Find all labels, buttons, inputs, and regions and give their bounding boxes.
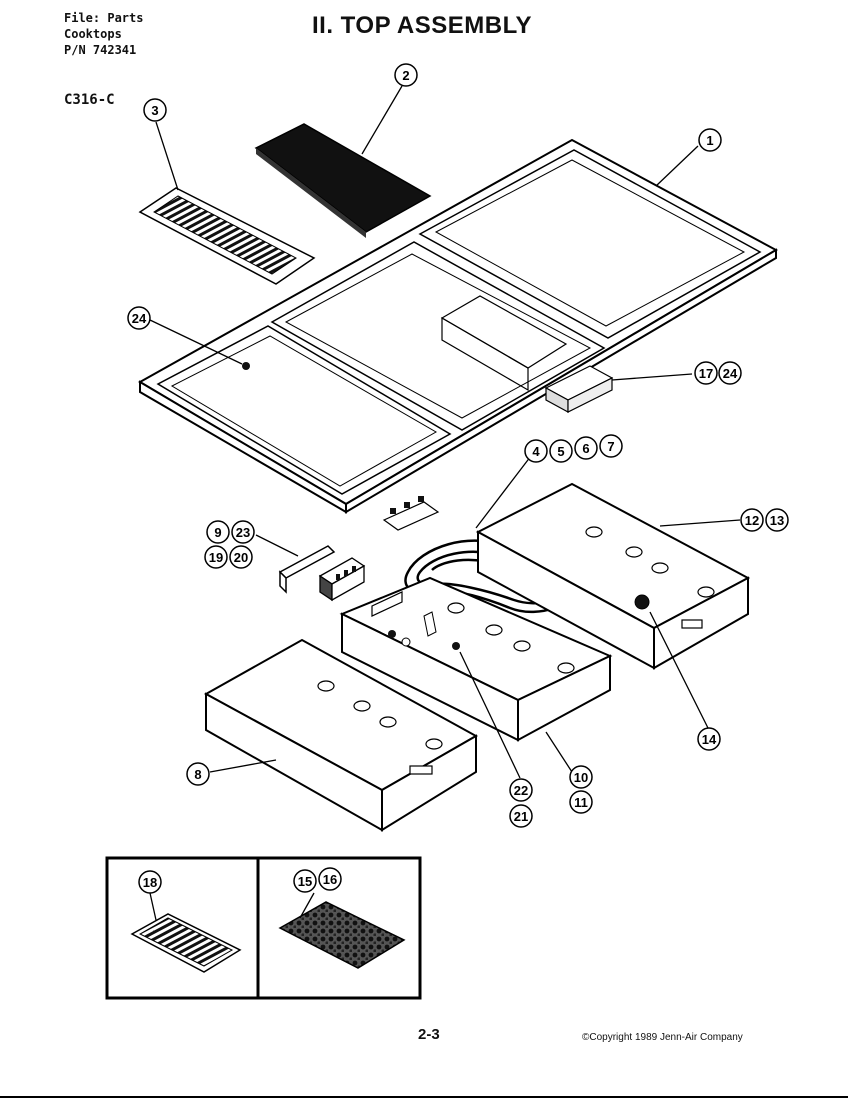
- callout-8-label: 8: [194, 767, 201, 782]
- callout-1: 1: [698, 128, 722, 152]
- callout-15-label: 15: [298, 874, 312, 889]
- mounting-bracket-part: [278, 545, 336, 594]
- callout-5-label: 5: [557, 444, 564, 459]
- callout-21-label: 21: [514, 809, 528, 824]
- accessories-frame: [105, 856, 422, 1000]
- left-burner-box: [203, 638, 479, 832]
- callout-14: 14: [697, 727, 721, 751]
- callout-7: 7: [599, 434, 623, 458]
- callout-12: 12: [740, 508, 764, 532]
- terminal-block-part: [382, 496, 440, 531]
- callout-10-label: 10: [574, 770, 588, 785]
- callout-13-label: 13: [770, 513, 784, 528]
- page-title: II. TOP ASSEMBLY: [312, 12, 533, 39]
- junction-box-part: [544, 365, 614, 414]
- callout-11: 11: [569, 790, 593, 814]
- right-burner-box: [475, 482, 751, 670]
- grille-tray-part: [138, 187, 316, 285]
- callout-18-label: 18: [143, 875, 157, 890]
- callout-15: 15: [293, 869, 317, 893]
- callout-24-right: 24: [718, 361, 742, 385]
- callout-13: 13: [765, 508, 789, 532]
- callout-8: 8: [186, 762, 210, 786]
- middle-burner-box: [339, 576, 613, 742]
- copyright-notice: ©Copyright 1989 Jenn-Air Company: [582, 1032, 743, 1043]
- header-file-line: File: Parts: [64, 11, 144, 25]
- callout-4-label: 4: [532, 444, 540, 459]
- callout-24-top: 24: [127, 306, 151, 330]
- callout-21: 21: [509, 804, 533, 828]
- callout-9-label: 9: [214, 525, 221, 540]
- header-type-line: Cooktops: [64, 27, 122, 41]
- page-number: 2-3: [418, 1026, 440, 1043]
- callout-7-label: 7: [607, 439, 614, 454]
- callout-16: 16: [318, 867, 342, 891]
- screw-hardware-22: [388, 611, 460, 650]
- callout-20-label: 20: [234, 550, 248, 565]
- callout-20: 20: [229, 545, 253, 569]
- callout-14-label: 14: [702, 732, 717, 747]
- callout-24-right-label: 24: [723, 366, 738, 381]
- callout-4: 4: [524, 439, 548, 463]
- callout-19-label: 19: [209, 550, 223, 565]
- callout-18: 18: [138, 870, 162, 894]
- callout-3-label: 3: [151, 103, 158, 118]
- callout-17: 17: [694, 361, 718, 385]
- callout-11-label: 11: [574, 795, 588, 810]
- callout-9: 9: [206, 520, 230, 544]
- callout-3: 3: [143, 98, 167, 122]
- callout-23-label: 23: [236, 525, 250, 540]
- callout-6: 6: [574, 436, 598, 460]
- callout-22-label: 22: [514, 783, 528, 798]
- callout-10: 10: [569, 765, 593, 789]
- callout-1-label: 1: [706, 133, 713, 148]
- switch-block-part: [318, 557, 366, 602]
- screw-24: [242, 362, 250, 370]
- callout-12-label: 12: [745, 513, 759, 528]
- callout-2-label: 2: [402, 68, 409, 83]
- callout-22: 22: [509, 778, 533, 802]
- grill-grate-accessory-18: [130, 913, 242, 973]
- callout-19: 19: [204, 545, 228, 569]
- header-part-number: P/N 742341: [64, 43, 137, 57]
- callout-17-label: 17: [699, 366, 713, 381]
- cooktop-top-frame: [137, 138, 779, 514]
- callout-16-label: 16: [323, 872, 337, 887]
- callout-6-label: 6: [582, 441, 589, 456]
- callout-23: 23: [231, 520, 255, 544]
- header-model-number: C316-C: [64, 92, 115, 108]
- callout-5: 5: [549, 439, 573, 463]
- callout-2: 2: [394, 63, 418, 87]
- grill-grate-part: [254, 123, 432, 238]
- lava-rocks-accessory-15-16: [278, 901, 406, 969]
- leader-lines: [149, 85, 741, 921]
- callout-24-top-label: 24: [132, 311, 147, 326]
